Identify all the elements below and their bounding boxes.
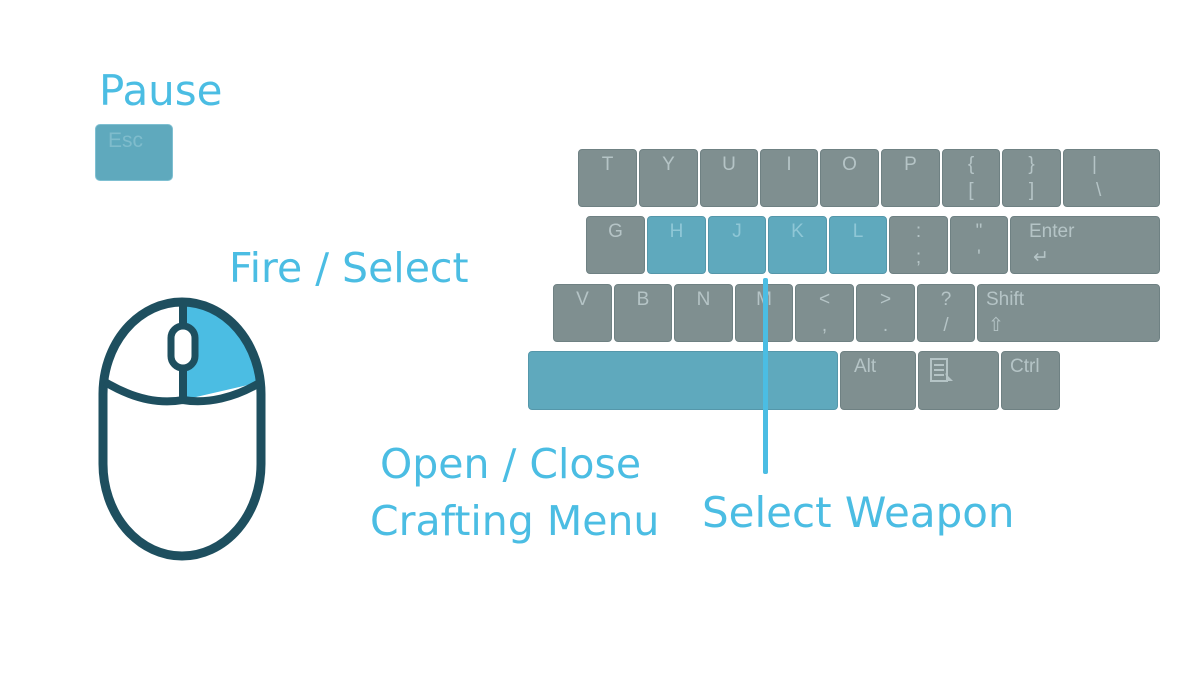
esc-key-label: Esc: [108, 129, 144, 152]
key-n: N: [674, 284, 733, 342]
key-v: V: [553, 284, 612, 342]
key-g: G: [586, 216, 645, 274]
key-period: >.: [856, 284, 915, 342]
key-enter: Enter↵: [1010, 216, 1160, 274]
key-h: H: [647, 216, 706, 274]
key-o: O: [820, 149, 879, 207]
fire-select-label: Fire / Select: [229, 244, 469, 292]
key-open-brace: {[: [942, 149, 1000, 207]
pause-label: Pause: [99, 66, 223, 115]
mouse-right-button-highlight: [183, 302, 261, 400]
key-slash: ?/: [917, 284, 975, 342]
key-backslash: |\: [1063, 149, 1160, 207]
mouse-icon: [98, 297, 266, 561]
key-l: L: [829, 216, 887, 274]
esc-key: Esc: [95, 124, 173, 181]
key-u: U: [700, 149, 758, 207]
key-comma: <,: [795, 284, 854, 342]
crafting-label-line2: Crafting Menu: [370, 497, 660, 545]
key-quote: "': [950, 216, 1008, 274]
key-b: B: [614, 284, 672, 342]
select-weapon-pointer-line: [763, 278, 768, 474]
key-space: [528, 351, 838, 410]
key-ctrl: Ctrl: [1001, 351, 1060, 410]
key-p: P: [881, 149, 940, 207]
mouse-scroll-wheel: [167, 322, 199, 372]
key-menu: [918, 351, 999, 410]
key-colon: :;: [889, 216, 948, 274]
key-shift: Shift⇧: [977, 284, 1160, 342]
key-y: Y: [639, 149, 698, 207]
key-j: J: [708, 216, 766, 274]
key-t: T: [578, 149, 637, 207]
key-i: I: [760, 149, 818, 207]
key-alt: Alt: [840, 351, 916, 410]
select-weapon-label: Select Weapon: [702, 488, 1015, 537]
menu-icon: [930, 358, 953, 382]
key-close-brace: }]: [1002, 149, 1061, 207]
crafting-label-line1: Open / Close: [380, 440, 642, 488]
key-k: K: [768, 216, 827, 274]
